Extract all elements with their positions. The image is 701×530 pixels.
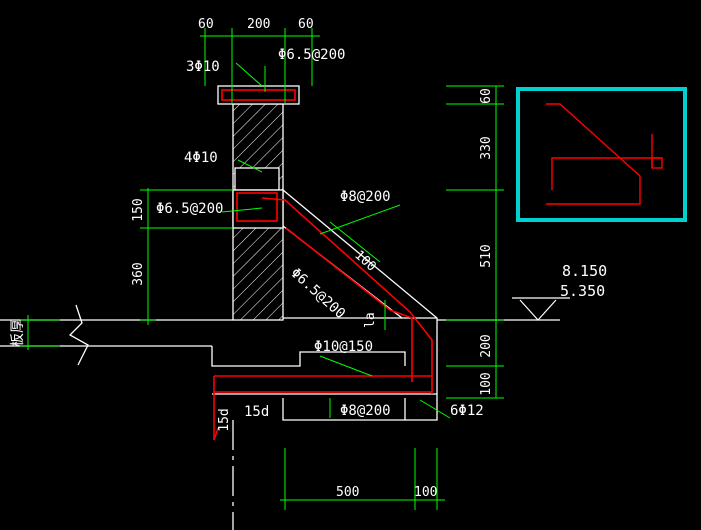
label-anchor-left: 15d [217,408,232,431]
top-dimension-texts: 60 200 60 [198,17,314,32]
dim-right-1: 330 [479,136,494,159]
haunch-outline [282,189,438,400]
dim-bottom-edge: 100 [414,485,437,500]
cap-beam [217,85,300,105]
label-slab-top-bar: Φ10@150 [314,339,373,355]
dim-bottom-main: 500 [336,485,359,500]
right-dimension-texts: 60 330 510 200 100 [479,88,494,396]
dim-right-4: 100 [479,372,494,395]
label-mid-bars: 4Φ10 [184,150,218,166]
label-la: la [363,312,378,328]
elevation-marker [512,297,570,321]
slab-thickness-label: 板厚 [10,319,26,347]
elevation-bottom: 5.350 [560,282,605,300]
dim-left-0: 150 [131,198,146,221]
slope-bar [261,197,433,394]
mid-beam-box [234,167,280,191]
rebar-detail-box [516,87,687,222]
elevation-texts: 8.150 5.350 [560,262,607,300]
label-slope-top-bar: Φ8@200 [340,189,391,205]
label-slab-bottom-bar: Φ8@200 [340,403,391,419]
slope-bar-inner [285,227,413,382]
dim-top-middle: 200 [247,17,270,32]
mid-stirrup [236,192,278,222]
step-outline [211,346,406,367]
label-top-bars: 3Φ10 [186,59,220,75]
label-slope-len: 100 [351,248,378,275]
break-line [68,304,89,366]
dim-top-left: 60 [198,17,214,32]
dim-right-3: 200 [479,334,494,357]
dim-left-1: 360 [131,262,146,285]
dim-right-2: 510 [479,244,494,267]
label-slope-dist: Φ6.5@200 [287,265,348,322]
top-stirrup [221,89,296,101]
label-bottom-bars: 6Φ12 [450,403,484,419]
rebar-group [213,89,433,441]
bottom-dimension-texts: 500 100 [336,485,437,500]
rebar-labels: 3Φ10 Φ6.5@200 4Φ10 Φ6.5@200 Φ8@200 Φ6.5@… [156,47,484,432]
dim-right-0: 60 [479,88,494,104]
label-mid-stirrup: Φ6.5@200 [156,201,223,217]
concrete-outline [0,85,560,530]
label-top-stirrup: Φ6.5@200 [278,47,345,63]
middle-beam [232,189,284,229]
dim-top-right: 60 [298,17,314,32]
hook-short [213,427,219,441]
dimension-lines [20,28,504,510]
left-dimension-texts: 150 360 板厚 [10,198,146,347]
label-anchor-mid: 15d [244,404,269,420]
elevation-top: 8.150 [562,262,607,280]
